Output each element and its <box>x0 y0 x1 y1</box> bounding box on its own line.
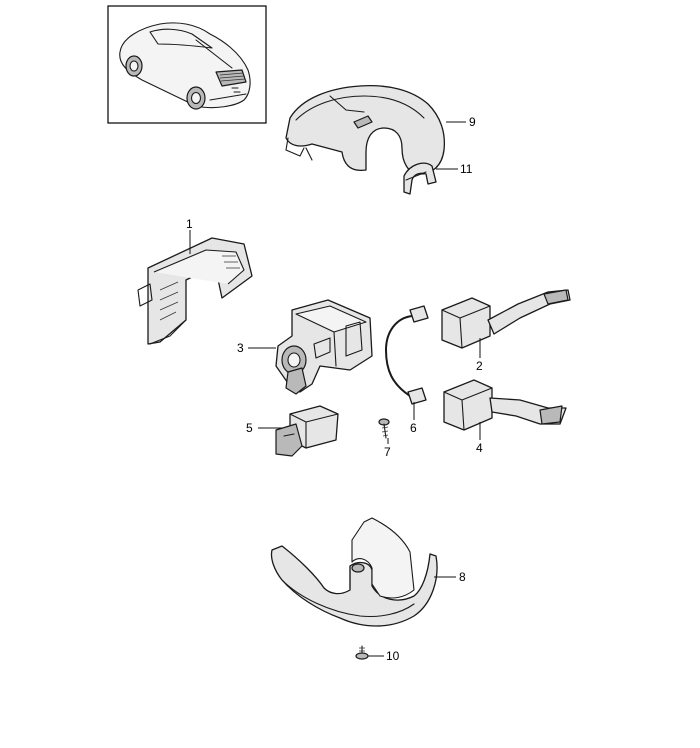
callout-7: 7 <box>384 445 391 459</box>
callout-8: 8 <box>459 570 466 584</box>
callout-9: 9 <box>469 115 476 129</box>
callout-labels: 9 11 1 3 2 5 6 7 4 8 10 <box>186 115 483 663</box>
callout-5: 5 <box>246 421 253 435</box>
leader-lines <box>189 121 481 657</box>
part-5-switch <box>275 405 339 457</box>
part-4-combination-switch <box>443 379 567 431</box>
car-illustration <box>119 22 251 110</box>
callout-10: 10 <box>386 649 400 663</box>
car-thumbnail <box>107 5 267 124</box>
callout-1: 1 <box>186 217 193 231</box>
callout-6: 6 <box>410 421 417 435</box>
part-8-lower-column-cover <box>270 517 438 627</box>
part-7-screw <box>378 418 390 439</box>
part-9-upper-column-cover <box>285 84 446 175</box>
callout-4: 4 <box>476 441 483 455</box>
part-2-combination-switch <box>441 289 571 349</box>
part-1-column-module <box>137 237 253 345</box>
callout-3: 3 <box>237 341 244 355</box>
callout-11: 11 <box>460 162 473 176</box>
part-10-screw <box>355 645 369 660</box>
part-6-cable <box>385 305 429 405</box>
part-3-ignition-lock <box>275 299 373 395</box>
part-11-bracket <box>403 162 437 195</box>
callout-2: 2 <box>476 359 483 373</box>
